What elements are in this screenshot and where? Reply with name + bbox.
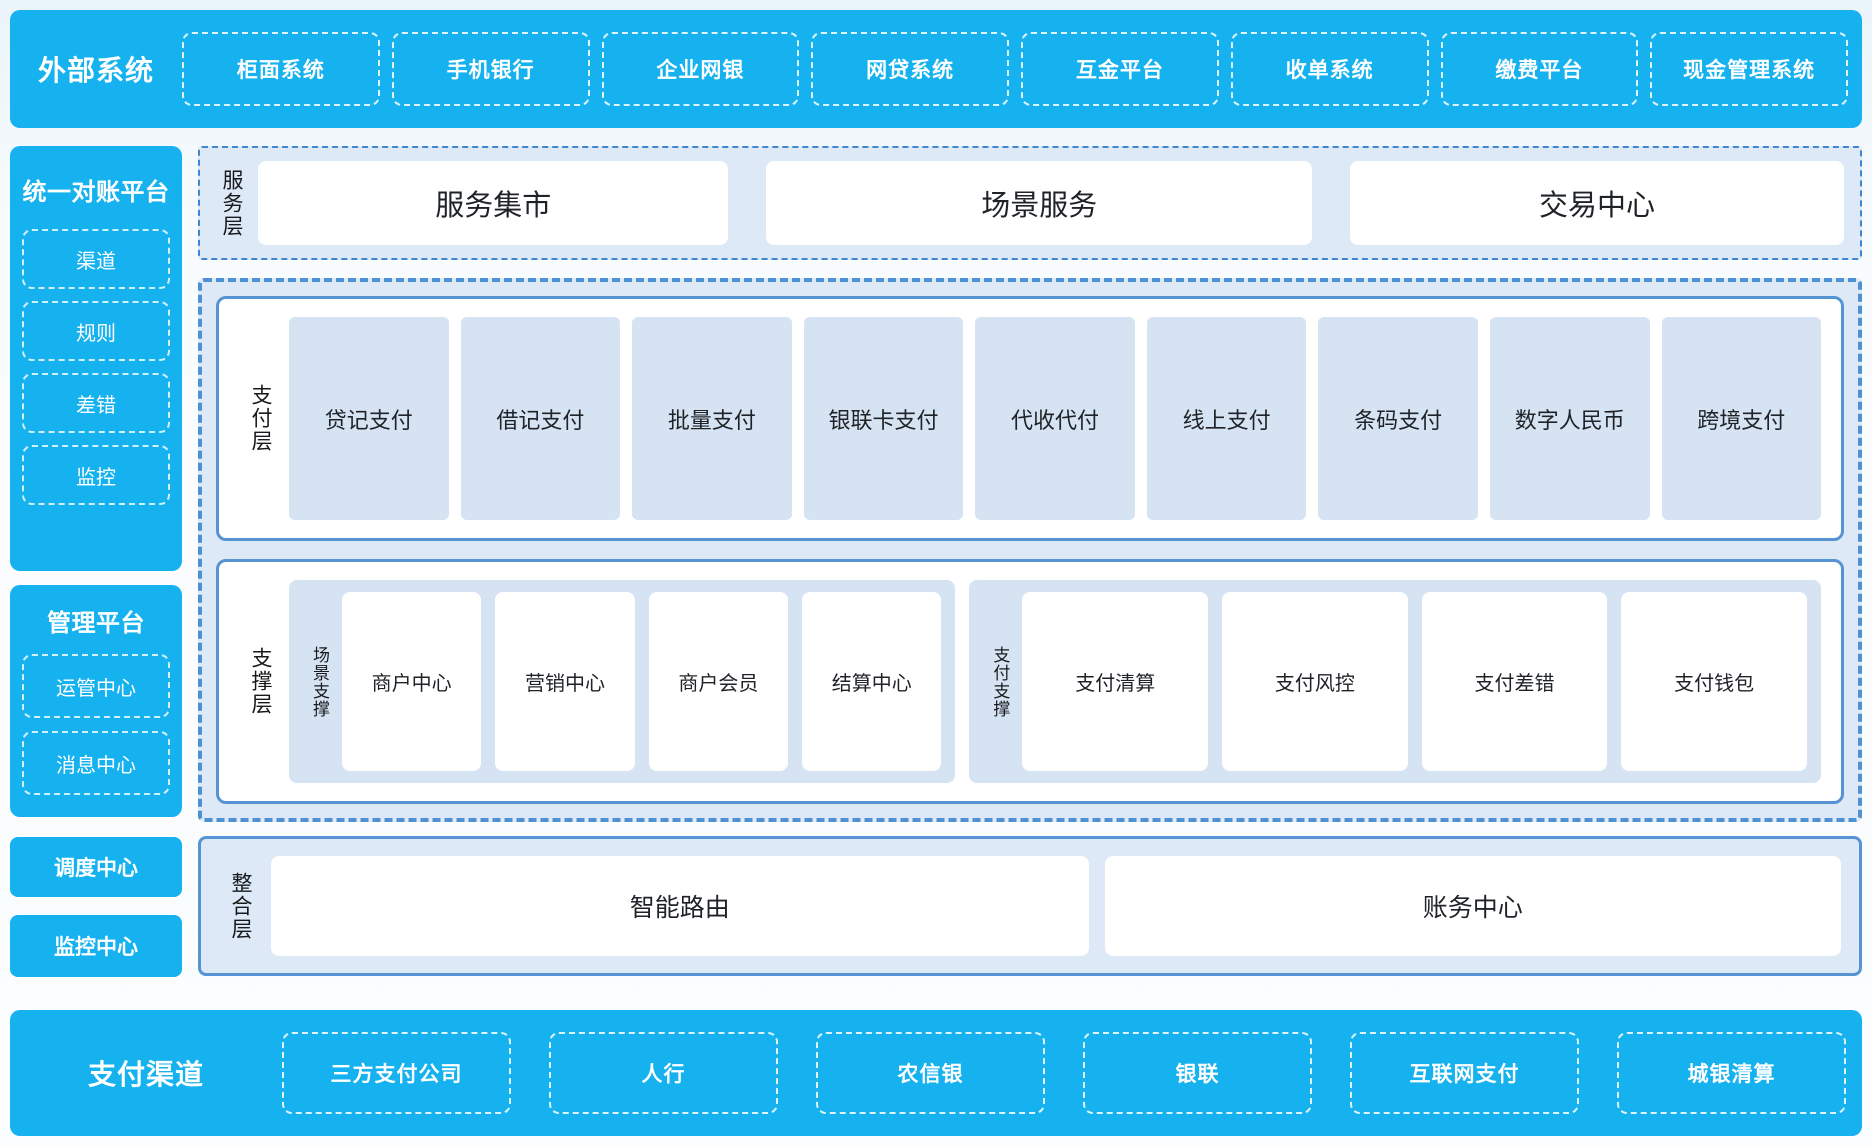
payment-item: 线上支付 [1146, 317, 1307, 520]
support-item: 结算中心 [802, 592, 942, 771]
payment-layer-panel: 支付层 贷记支付 借记支付 批量支付 银联卡支付 代收代付 线上支付 条码支付 … [216, 296, 1844, 541]
support-item: 商户中心 [342, 592, 482, 771]
payment-channels-bar: 支付渠道 三方支付公司 人行 农信银 银联 互联网支付 城银清算 [10, 1010, 1862, 1136]
payment-channel-box: 城银清算 [1617, 1032, 1846, 1114]
scene-support-label: 场景支撑 [310, 645, 329, 718]
service-layer-panel: 服务层 服务集市 场景服务 交易中心 [198, 146, 1862, 260]
integration-layer-panel: 整合层 智能路由 账务中心 [198, 836, 1862, 976]
support-layer-panel: 支撑层 场景支撑 商户中心 营销中心 商户会员 结算中心 [216, 559, 1844, 804]
payment-channel-box: 银联 [1083, 1032, 1312, 1114]
payment-item: 跨境支付 [1661, 317, 1822, 520]
reconciliation-platform-title: 统一对账平台 [22, 179, 170, 206]
payment-channel-box: 人行 [549, 1032, 778, 1114]
external-system-box: 企业网银 [601, 32, 800, 106]
payment-item: 银联卡支付 [803, 317, 964, 520]
payment-support-label: 支付支撑 [990, 645, 1010, 718]
support-item: 营销中心 [495, 592, 635, 771]
support-item: 商户会员 [648, 592, 789, 771]
external-system-box: 柜面系统 [182, 32, 380, 106]
support-item: 支付钱包 [1621, 592, 1807, 771]
payment-channel-box: 互联网支付 [1350, 1032, 1579, 1114]
core-layers-frame: 支付层 贷记支付 借记支付 批量支付 银联卡支付 代收代付 线上支付 条码支付 … [198, 278, 1862, 822]
external-systems-bar: 外部系统 柜面系统 手机银行 企业网银 网贷系统 互金平台 收单系统 缴费平台 … [10, 10, 1862, 128]
payment-support-items: 支付清算 支付风控 支付差错 支付钱包 [1022, 592, 1807, 771]
external-systems-label: 外部系统 [37, 55, 154, 86]
payment-channels-boxes: 三方支付公司 人行 农信银 银联 互联网支付 城银清算 [282, 1032, 1846, 1114]
management-platform-block: 管理平台 运管中心 消息中心 [10, 585, 182, 817]
payment-layer-items: 贷记支付 借记支付 批量支付 银联卡支付 代收代付 线上支付 条码支付 数字人民… [289, 317, 1822, 520]
payment-item: 条码支付 [1318, 317, 1478, 520]
support-layer-groups: 场景支撑 商户中心 营销中心 商户会员 结算中心 支付支撑 支付清算 [289, 580, 1821, 783]
support-item: 支付风控 [1222, 592, 1408, 771]
scene-support-group: 场景支撑 商户中心 营销中心 商户会员 结算中心 [289, 580, 956, 783]
payment-channel-box: 三方支付公司 [282, 1032, 511, 1114]
external-system-box: 缴费平台 [1440, 32, 1639, 106]
service-layer-boxes: 服务集市 场景服务 交易中心 [258, 161, 1844, 245]
monitor-center-block: 监控中心 [10, 915, 182, 977]
service-box: 场景服务 [766, 161, 1313, 245]
support-layer-label: 支撑层 [249, 647, 272, 716]
payment-item: 借记支付 [460, 317, 621, 520]
support-item: 支付差错 [1421, 592, 1608, 771]
external-system-box: 收单系统 [1230, 32, 1429, 106]
integration-box: 智能路由 [271, 856, 1089, 956]
external-system-box: 现金管理系统 [1650, 32, 1848, 106]
external-system-box: 互金平台 [1021, 32, 1219, 106]
payment-layer-label: 支付层 [249, 384, 272, 453]
reconciliation-item: 规则 [22, 301, 170, 361]
management-item: 运管中心 [22, 654, 170, 718]
support-item: 支付清算 [1022, 592, 1209, 771]
payment-channel-box: 农信银 [816, 1032, 1045, 1114]
dispatch-center-block: 调度中心 [10, 837, 182, 897]
integration-layer-label: 整合层 [229, 871, 252, 941]
service-box: 服务集市 [258, 161, 729, 245]
external-system-box: 网贷系统 [811, 32, 1009, 106]
payment-item: 贷记支付 [289, 317, 449, 520]
reconciliation-item: 渠道 [22, 229, 170, 289]
payment-support-group: 支付支撑 支付清算 支付风控 支付差错 支付钱包 [969, 580, 1821, 783]
reconciliation-platform-block: 统一对账平台 渠道 规则 差错 监控 [10, 146, 182, 571]
external-system-box: 手机银行 [391, 32, 590, 106]
payment-item: 数字人民币 [1489, 317, 1650, 520]
reconciliation-item: 差错 [22, 373, 170, 433]
left-sidebar: 统一对账平台 渠道 规则 差错 监控 管理平台 运管中心 消息中心 调度中心 监… [10, 146, 182, 980]
management-platform-title: 管理平台 [47, 610, 145, 637]
diagram-body: 统一对账平台 渠道 规则 差错 监控 管理平台 运管中心 消息中心 调度中心 监… [10, 146, 1862, 980]
integration-box: 账务中心 [1104, 856, 1841, 956]
service-box: 交易中心 [1350, 161, 1844, 245]
reconciliation-item: 监控 [22, 445, 170, 505]
payment-item: 代收代付 [975, 317, 1135, 520]
main-column: 服务层 服务集市 场景服务 交易中心 支付层 贷记支付 借记支付 批量支付 银联… [198, 146, 1862, 980]
payment-channels-label: 支付渠道 [87, 1059, 204, 1090]
external-systems-boxes: 柜面系统 手机银行 企业网银 网贷系统 互金平台 收单系统 缴费平台 现金管理系… [182, 32, 1848, 106]
payment-item: 批量支付 [632, 317, 792, 520]
management-item: 消息中心 [22, 731, 170, 795]
integration-layer-boxes: 智能路由 账务中心 [271, 856, 1841, 956]
service-layer-label: 服务层 [220, 168, 243, 238]
scene-support-items: 商户中心 营销中心 商户会员 结算中心 [342, 592, 942, 771]
